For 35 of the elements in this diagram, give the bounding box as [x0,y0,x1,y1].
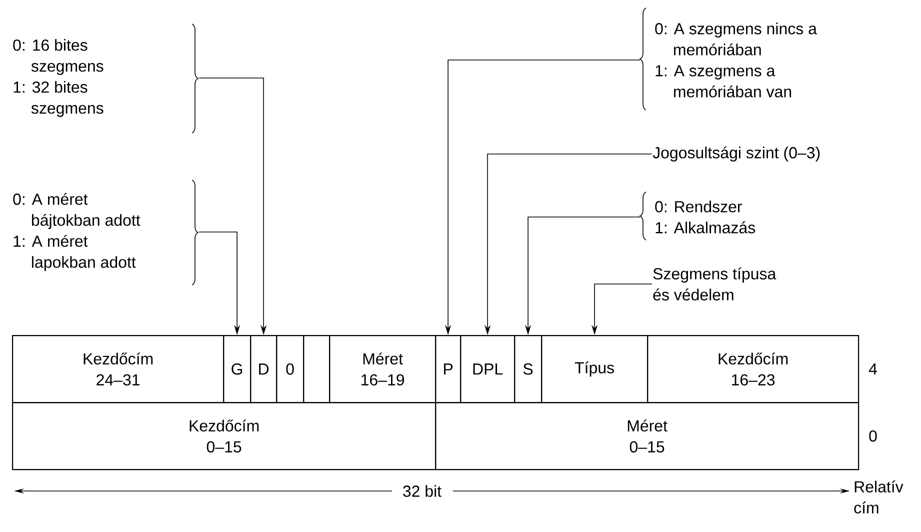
register-field [12,335,224,404]
node-label: DPL [473,364,503,375]
node-label: Típus [574,361,614,377]
annotation-text: Jogosultsági szint (0–3) [652,146,820,162]
node-label: S [523,363,533,375]
register-field [12,402,436,470]
node-label: Kezdőcím 0–15 [190,420,259,453]
register-field [541,335,648,404]
empty-field [303,335,330,404]
annotation-text: Szegmens típusa és védelem [653,268,776,300]
node-label: Kezdőcím 16–23 [718,352,788,386]
register-field [329,335,436,404]
annotation-text: 0: A méret bájtokban adott 1: A méret lapokban adott [13,192,140,272]
register-field [435,402,860,470]
offset-label: 0 [869,430,877,442]
node-label: P [444,364,453,375]
node-label: G [232,363,242,375]
node-label: Kezdőcím 24–31 [84,352,153,386]
node-label: 0 [286,363,294,375]
register-field [435,335,462,404]
register-field [514,335,542,404]
node-label: Méret 0–15 [628,420,668,453]
node-label: Méret 16–19 [362,352,404,386]
register-field [223,335,252,404]
annotation-text: 0: A szegmens nincs a memóriában 1: A szegmens a memóriában van [655,22,817,98]
node-label: D [259,364,269,375]
register-field [647,335,860,404]
axis-label: Relatív cím [854,480,904,514]
annotation-text: 0: Rendszer 1: Alkalmazás [655,200,756,234]
register-field [460,335,516,404]
annotation-text: 0: 16 bites szegmens 1: 32 bites szegmens [13,39,104,117]
dimension-label: 32 bit [403,485,442,497]
offset-label: 4 [868,364,877,374]
register-field [276,335,304,404]
register-field [250,335,278,404]
